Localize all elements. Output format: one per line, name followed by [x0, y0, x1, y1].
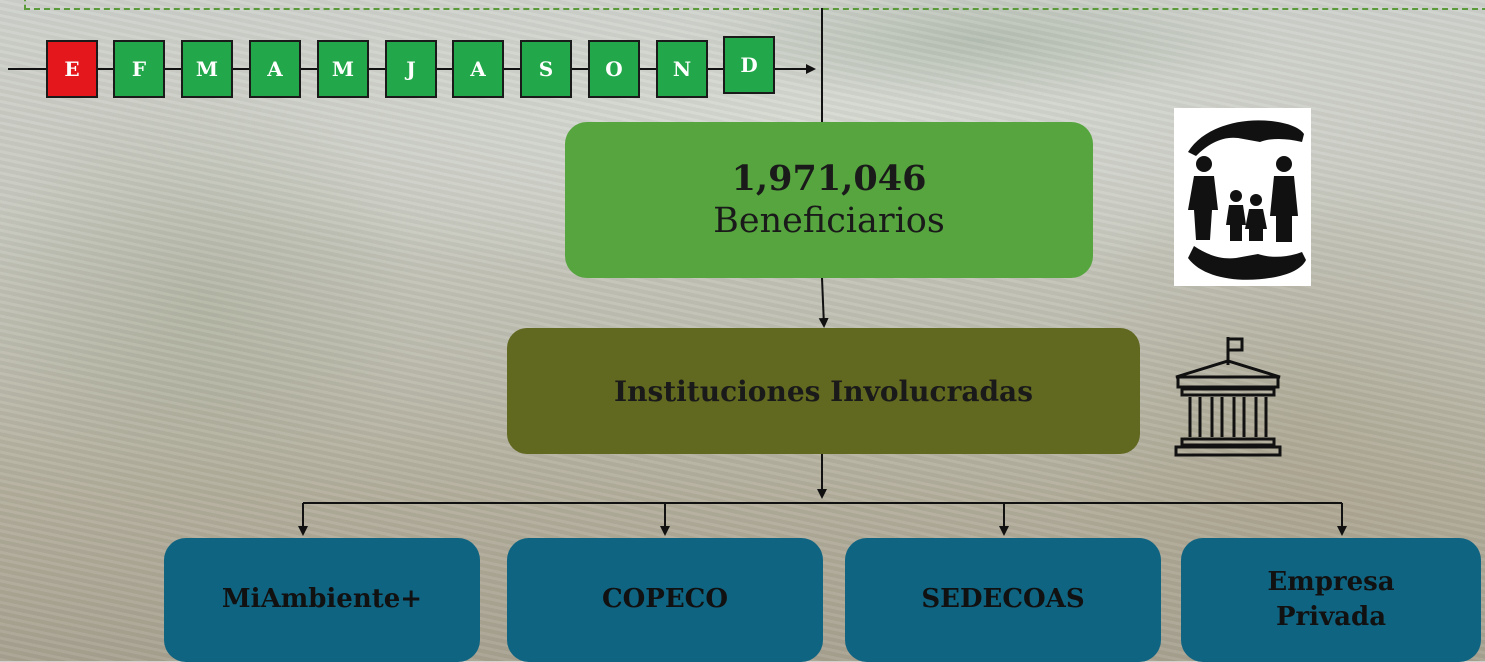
month-box-10: D — [723, 36, 775, 94]
org-label: MiAmbiente+ — [221, 584, 423, 615]
institution-building-icon — [1168, 333, 1288, 457]
ben-to-inst-arrow — [818, 277, 829, 328]
month-box-9: N — [656, 40, 708, 98]
month-box-5: J — [385, 40, 437, 98]
family-protection-icon — [1174, 108, 1311, 286]
month-box-0: E — [46, 40, 98, 98]
institutions-box: Instituciones Involucradas — [507, 328, 1140, 454]
month-box-1: F — [113, 40, 165, 98]
month-box-8: O — [588, 40, 640, 98]
month-box-7: S — [520, 40, 572, 98]
month-box-4: M — [317, 40, 369, 98]
org-label: Empresa Privada — [1267, 566, 1395, 632]
institutions-title: Instituciones Involucradas — [614, 374, 1033, 408]
beneficiaries-label: Beneficiarios — [713, 201, 945, 241]
beneficiaries-number: 1,971,046 — [731, 158, 927, 199]
dashed-frame — [24, 0, 1485, 10]
month-box-6: A — [452, 40, 504, 98]
month-box-2: M — [181, 40, 233, 98]
org-copeco: COPECO — [507, 538, 823, 662]
month-box-3: A — [249, 40, 301, 98]
org-label: SEDECOAS — [921, 584, 1085, 615]
org-sedecoas: SEDECOAS — [845, 538, 1161, 662]
org-miambiente: MiAmbiente+ — [164, 538, 480, 662]
beneficiaries-box: 1,971,046 Beneficiarios — [565, 122, 1093, 278]
org-label: COPECO — [601, 584, 729, 615]
org-empresa-privada: Empresa Privada — [1181, 538, 1481, 662]
